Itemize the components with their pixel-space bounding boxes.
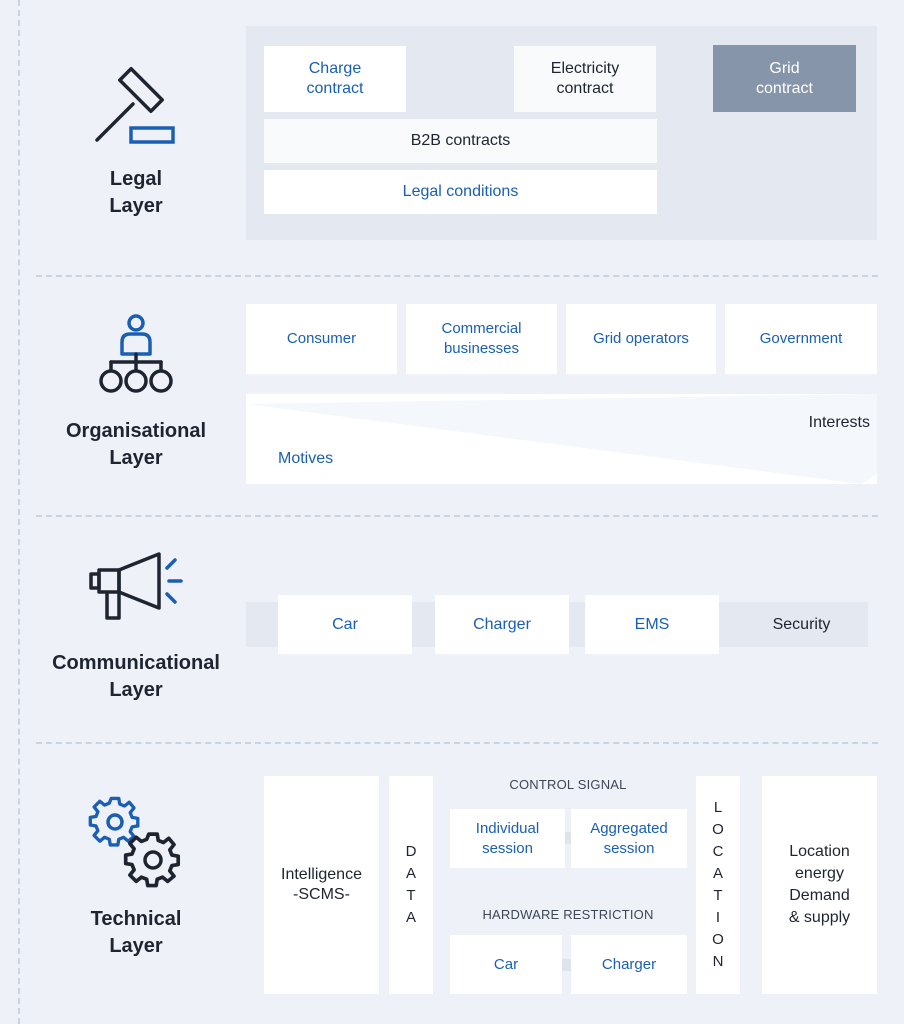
- location-letter: C: [712, 843, 724, 860]
- b2b-contracts-box: B2B contracts: [264, 119, 657, 163]
- organisational-layer-label-line1: Organisational: [65, 420, 207, 442]
- location-energy-box: Location energy Demand & supply: [762, 776, 877, 994]
- electricity-contract-box: Electricity contract: [514, 46, 656, 112]
- comm-ems-box: EMS: [585, 595, 719, 654]
- communicational-layer-label-line2: Layer: [109, 679, 163, 701]
- technical-layer-label: Technical Layer: [26, 906, 246, 960]
- location-energy-line3: Demand: [789, 887, 850, 904]
- location-letter: I: [715, 909, 721, 926]
- location-energy-line4: & supply: [788, 909, 851, 926]
- charge-contract-line2: contract: [306, 80, 364, 97]
- layer-divider-2: [36, 515, 878, 517]
- location-letter: N: [712, 953, 724, 970]
- tech-car-box: Car: [450, 935, 562, 994]
- technical-layer-label-line2: Layer: [109, 935, 163, 957]
- aggregated-session-line1: Aggregated: [590, 819, 668, 837]
- location-letter: O: [712, 931, 724, 948]
- intelligence-line2: -SCMS-: [293, 886, 350, 903]
- grid-operators-box: Grid operators: [566, 304, 716, 374]
- intelligence-line1: Intelligence: [281, 866, 362, 883]
- grid-contract-line1: Grid: [769, 59, 800, 77]
- legal-layer-label-line1: Legal: [109, 168, 163, 190]
- control-signal-caption: CONTROL SIGNAL: [509, 777, 627, 792]
- hardware-restriction-caption: HARDWARE RESTRICTION: [482, 907, 654, 922]
- consumer-box: Consumer: [246, 304, 397, 374]
- technical-layer-label-line1: Technical: [90, 908, 182, 930]
- vertical-dashed-divider: [18, 0, 20, 1024]
- gavel-icon: [87, 58, 187, 158]
- data-letter: A: [405, 865, 416, 882]
- electricity-contract-line1: Electricity: [550, 60, 620, 77]
- comm-charger-box: Charger: [435, 595, 569, 654]
- location-energy-line1: Location: [789, 843, 850, 860]
- tech-charger-box: Charger: [571, 935, 687, 994]
- comm-car-box: Car: [278, 595, 412, 654]
- communicational-layer-label-line1: Communicational: [52, 652, 220, 674]
- data-letter: A: [405, 909, 416, 926]
- megaphone-icon: [87, 546, 187, 646]
- legal-layer-label-line2: Layer: [109, 195, 163, 217]
- individual-session-box: Individual session: [450, 809, 565, 868]
- organisational-layer-label: Organisational Layer: [26, 418, 246, 472]
- individual-session-line2: session: [482, 839, 533, 857]
- gears-icon: [87, 792, 187, 892]
- motives-label: Motives: [278, 450, 334, 467]
- aggregated-session-box: Aggregated session: [571, 809, 687, 868]
- location-energy-line2: energy: [795, 865, 844, 882]
- data-letter: T: [406, 887, 416, 904]
- data-letter: D: [405, 843, 417, 860]
- layer-divider-1: [36, 275, 878, 277]
- legal-conditions-box: Legal conditions: [264, 170, 657, 214]
- charge-contract-box: Charge contract: [264, 46, 406, 112]
- legal-layer-label: Legal Layer: [26, 166, 246, 220]
- location-letter: L: [713, 799, 723, 816]
- government-box: Government: [725, 304, 877, 374]
- org-chart-icon: [87, 312, 187, 412]
- security-label: Security: [772, 615, 831, 633]
- organisational-layer-label-line2: Layer: [109, 447, 163, 469]
- intelligence-scms-box: Intelligence -SCMS-: [264, 776, 379, 994]
- commercial-businesses-box: Commercial businesses: [406, 304, 557, 374]
- layer-divider-3: [36, 742, 878, 744]
- interests-label: Interests: [808, 414, 870, 431]
- location-letter: O: [712, 821, 724, 838]
- communicational-layer-label: Communicational Layer: [26, 650, 246, 704]
- location-letter: A: [712, 865, 723, 882]
- individual-session-line1: Individual: [475, 819, 540, 837]
- electricity-contract-line2: contract: [556, 80, 614, 97]
- charge-contract-line1: Charge: [308, 60, 362, 77]
- grid-contract-box: Grid contract: [713, 45, 856, 112]
- data-vertical-box: D A T A: [389, 776, 433, 994]
- aggregated-session-line2: session: [603, 839, 655, 857]
- location-letter: T: [713, 887, 723, 904]
- commercial-businesses-line1: Commercial: [441, 320, 522, 337]
- motives-interests-wedge: [246, 394, 877, 484]
- location-vertical-box: L O C A T I O N: [696, 776, 740, 994]
- commercial-businesses-line2: businesses: [443, 340, 520, 357]
- grid-contract-line2: contract: [756, 79, 813, 97]
